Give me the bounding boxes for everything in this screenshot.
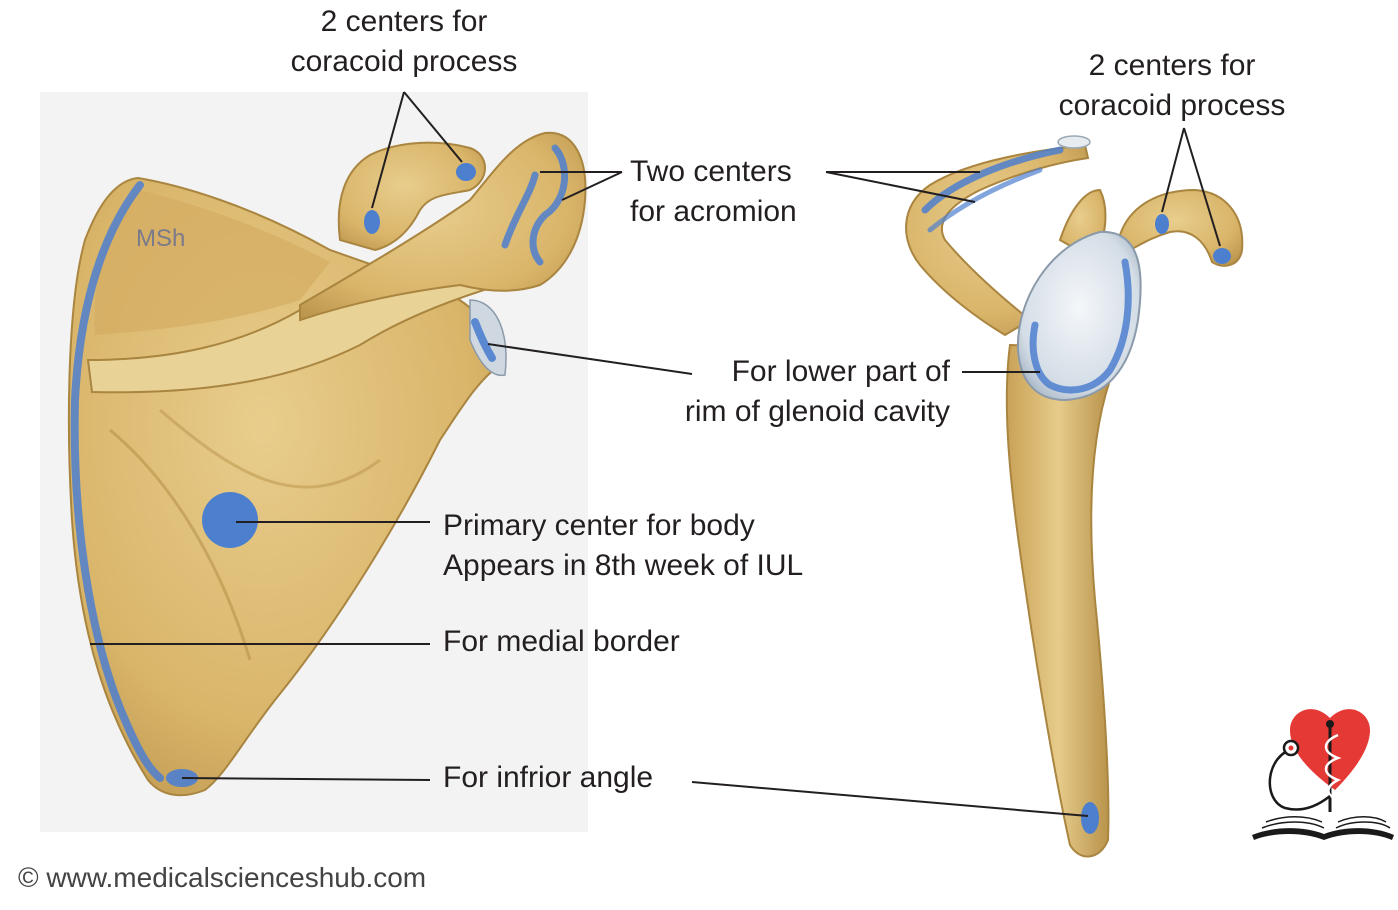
leader-line bbox=[403, 91, 463, 163]
left-acromion bbox=[299, 131, 587, 322]
left-scapula-illustration bbox=[67, 131, 587, 797]
right-coracoid-label: 2 centers for coracoid process bbox=[1022, 46, 1322, 126]
right-scapula-illustration bbox=[905, 135, 1244, 858]
acromion-label-line1: Two centers bbox=[630, 155, 792, 188]
leader-lines bbox=[90, 91, 1221, 817]
acromion-center-2 bbox=[501, 171, 539, 249]
leader-line bbox=[1161, 127, 1185, 213]
leader-line bbox=[691, 781, 1089, 817]
inferior-angle-label: For infrior angle bbox=[443, 761, 654, 794]
primary-center-label-line2: Appears in 8th week of IUL bbox=[443, 549, 804, 582]
right-glenoid-cavity bbox=[1016, 230, 1142, 402]
glenoid-label: For lower part of rim of glenoid cavity bbox=[600, 352, 950, 432]
right-coracoid-center-2 bbox=[1213, 248, 1231, 264]
acromion-center-1 bbox=[529, 144, 569, 266]
right-acromion-facet bbox=[1057, 135, 1091, 149]
right-acromion-center-2 bbox=[927, 167, 1043, 233]
acromion-label: Two centers for acromion bbox=[630, 152, 797, 232]
copyright-notice: © www.medicalscienceshub.com bbox=[18, 862, 427, 893]
right-coracoid-label-line2: coracoid process bbox=[1058, 89, 1286, 122]
acromion-label-line2: for acromion bbox=[630, 195, 797, 228]
left-coracoid-label-line1: 2 centers for bbox=[320, 5, 488, 38]
leader-line bbox=[825, 171, 976, 203]
primary-center-label: Primary center for body Appears in 8th w… bbox=[443, 506, 803, 586]
leader-line bbox=[181, 777, 431, 781]
medial-border-label: For medial border bbox=[443, 625, 680, 658]
right-coracoid-center-1 bbox=[1155, 214, 1169, 234]
glenoid-rim-center bbox=[471, 318, 496, 362]
leader-line bbox=[1183, 127, 1221, 247]
left-glenoid-edge bbox=[469, 299, 507, 376]
left-supraspinous-fossa bbox=[94, 190, 330, 335]
leader-line bbox=[371, 91, 405, 209]
right-glenoid-rim-center bbox=[1029, 258, 1132, 394]
right-acromion-center-1 bbox=[921, 146, 1064, 214]
logo-staff-top bbox=[1326, 720, 1334, 728]
medical-logo-icon bbox=[1252, 709, 1394, 840]
glenoid-label-line2: rim of glenoid cavity bbox=[684, 395, 950, 428]
logo-chestpiece-dot bbox=[1288, 745, 1294, 751]
logo-snake bbox=[1324, 733, 1342, 800]
left-ridge-line bbox=[109, 428, 252, 661]
left-scapula-body bbox=[67, 176, 502, 797]
left-coracoid-label-line2: coracoid process bbox=[290, 45, 518, 78]
primary-center-label-line1: Primary center for body bbox=[443, 509, 755, 542]
glenoid-label-line1: For lower part of bbox=[731, 355, 950, 388]
logo-book-pages bbox=[1261, 816, 1391, 829]
leader-line bbox=[561, 171, 623, 201]
left-ridge-line bbox=[159, 408, 381, 489]
coracoid-center-2 bbox=[456, 163, 476, 181]
right-scapula-shaft bbox=[1005, 343, 1112, 858]
right-coracoid-label-line1: 2 centers for bbox=[1088, 49, 1256, 82]
coracoid-center-1 bbox=[364, 210, 380, 234]
logo-book bbox=[1252, 828, 1394, 840]
watermark-initials: MSh bbox=[136, 225, 186, 252]
right-coracoid-process bbox=[1118, 188, 1244, 267]
leader-line bbox=[487, 343, 693, 375]
right-inferior-angle-center bbox=[1081, 802, 1099, 834]
primary-body-center bbox=[202, 492, 258, 548]
medial-border-center bbox=[70, 181, 164, 782]
left-coracoid-label: 2 centers for coracoid process bbox=[254, 2, 554, 82]
logo-stethoscope bbox=[1268, 746, 1331, 811]
